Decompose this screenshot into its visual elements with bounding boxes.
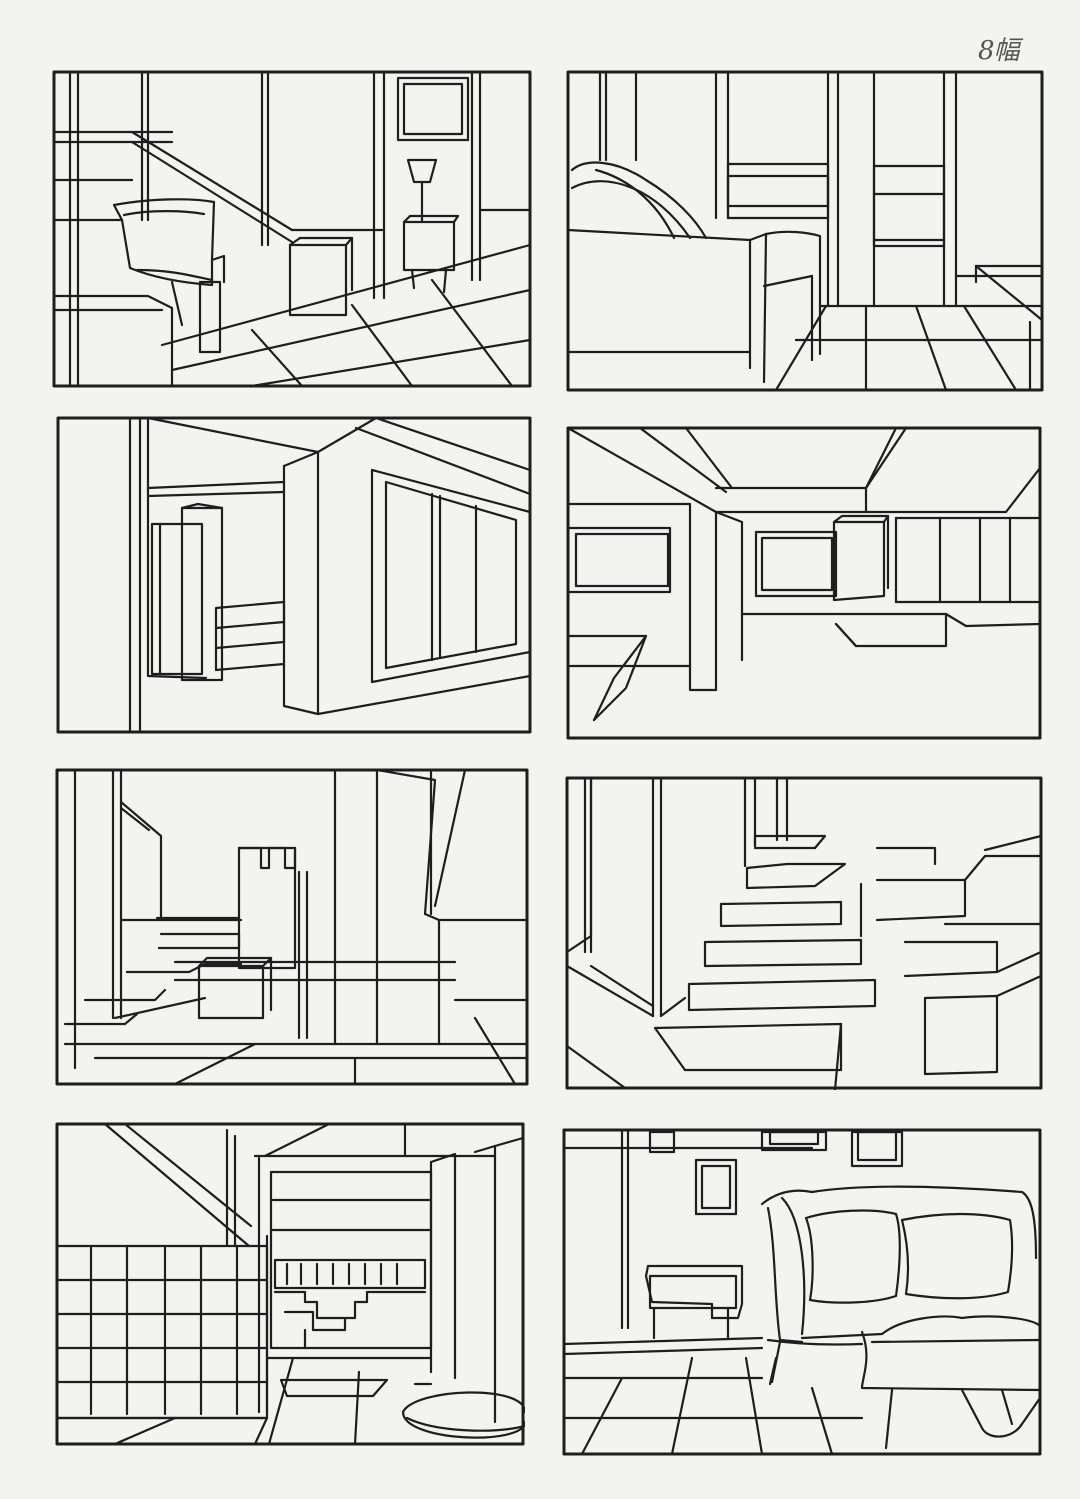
panel-8-sofa-cushions-scene bbox=[562, 1128, 1042, 1456]
panel-7-tiled-corridor-scene bbox=[55, 1122, 525, 1446]
panel-6-staircase-scene bbox=[565, 776, 1043, 1090]
panel-5-stepped-blocks-scene bbox=[55, 768, 529, 1086]
panel-3-wall-opening-scene bbox=[56, 416, 532, 734]
corner-note: 8幅 bbox=[978, 36, 1020, 66]
panel-2-sofa-scene bbox=[566, 70, 1044, 392]
panel-1-armchair-scene bbox=[52, 70, 532, 388]
panel-4-ceiling-beams-scene bbox=[566, 426, 1042, 740]
